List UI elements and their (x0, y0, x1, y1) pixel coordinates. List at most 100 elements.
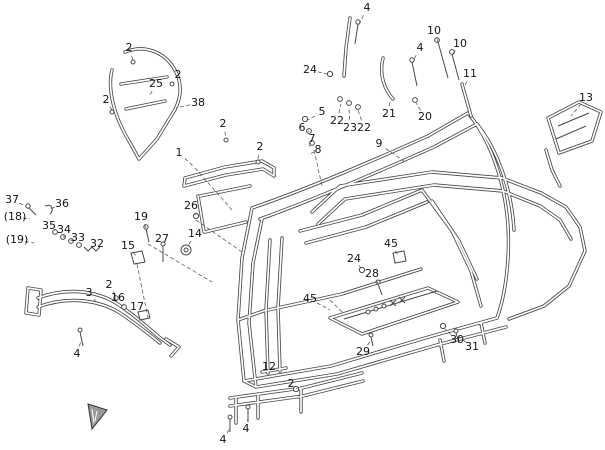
stabilizer-bar-drawing (24, 286, 181, 358)
leader-line (247, 417, 249, 422)
part-number: 38 (191, 96, 205, 109)
leader-line (444, 328, 452, 335)
leader-line (348, 106, 351, 121)
leader-line (131, 55, 134, 61)
part-number: 2 (106, 278, 113, 291)
part-number: 20 (418, 110, 432, 123)
part-number: 19 (134, 210, 148, 223)
leader-line (316, 302, 331, 311)
part-number: 23 (343, 121, 357, 134)
part-number: 8 (315, 143, 322, 156)
leader-line (457, 335, 466, 343)
part-number: 16 (111, 291, 125, 304)
leader-line (307, 115, 316, 121)
leader-line (143, 224, 147, 229)
part-number: (19) (6, 233, 29, 246)
leader-line (357, 109, 362, 121)
loose-rods-drawing (342, 16, 473, 118)
leader-line (276, 369, 280, 372)
leader-line (317, 71, 328, 75)
part-number: 15 (121, 239, 135, 252)
leader-line (175, 104, 191, 109)
leader-line (394, 250, 399, 256)
leader-line (295, 387, 298, 390)
part-number: 34 (57, 223, 71, 236)
front-carrier-drawing (108, 47, 182, 161)
leader-line (78, 340, 82, 347)
part-number: 26 (184, 199, 198, 212)
part-number: 12 (262, 360, 276, 373)
part-number: 2 (220, 117, 227, 130)
part-number: 13 (579, 91, 593, 104)
construction-lines (136, 149, 343, 319)
part-number: 10 (453, 37, 467, 50)
part-number: 2 (257, 140, 264, 153)
part-number: 22 (357, 121, 371, 134)
leader-line (451, 50, 456, 56)
part-number: 24 (347, 252, 361, 265)
part-number: 4 (74, 347, 81, 360)
part-number: 45 (303, 292, 317, 305)
part-number: 24 (303, 63, 317, 76)
part-number: 29 (356, 345, 370, 358)
part-number: 21 (382, 107, 396, 120)
part-number: 35 (42, 219, 56, 232)
part-number: 4 (417, 41, 424, 54)
part-number: 36 (55, 197, 69, 210)
main-frame-drawing (196, 111, 587, 425)
leader-line (109, 106, 113, 111)
part-number: 4 (243, 422, 250, 435)
leader-line (224, 131, 227, 138)
leader-line (412, 54, 417, 62)
hardware-drawing (25, 19, 460, 432)
leader-line (172, 81, 175, 84)
part-number: 37 (5, 193, 19, 206)
leader-line (338, 103, 342, 114)
leader-line (122, 303, 125, 306)
leader-line (358, 14, 364, 25)
skid-plate-drawing (328, 286, 460, 336)
leader-line (309, 141, 312, 147)
part-number: 17 (130, 300, 144, 313)
part-number: 1 (176, 146, 183, 159)
leader-line (22, 217, 31, 220)
part-number: 6 (299, 121, 306, 134)
part-number: 22 (330, 114, 344, 127)
part-number: 3 (86, 286, 93, 299)
part-number: 9 (376, 137, 383, 150)
part-number: 4 (364, 1, 371, 14)
leader-line (187, 240, 192, 247)
leader-line (367, 339, 372, 346)
corner-bracket-drawing (87, 403, 108, 431)
part-number: 5 (319, 105, 326, 118)
part-number: 14 (188, 227, 202, 240)
leader-line (385, 148, 405, 162)
part-number: 31 (465, 340, 479, 353)
leader-line (70, 239, 73, 241)
leader-line (376, 280, 379, 284)
leader-line (93, 298, 98, 304)
part-number: 2 (175, 68, 182, 81)
part-number: 2 (103, 93, 110, 106)
rear-rack-drawing (546, 100, 603, 155)
part-number: 33 (71, 231, 85, 244)
leader-line (463, 81, 468, 89)
part-number: 11 (463, 67, 477, 80)
support-bracket-drawing (182, 159, 276, 188)
part-number: 25 (149, 77, 163, 90)
frame-drawing (24, 16, 603, 432)
part-number: 2 (288, 377, 295, 390)
leader-line (149, 90, 153, 96)
part-number: 10 (427, 24, 441, 37)
leader-line (307, 130, 310, 132)
part-number: 28 (365, 267, 379, 280)
leader-line (226, 427, 231, 434)
leader-line (570, 103, 582, 117)
leader-line (415, 102, 422, 111)
leader-line (358, 265, 362, 269)
leader-line (310, 151, 315, 154)
leader-line (436, 38, 440, 45)
leader-line (49, 206, 55, 210)
